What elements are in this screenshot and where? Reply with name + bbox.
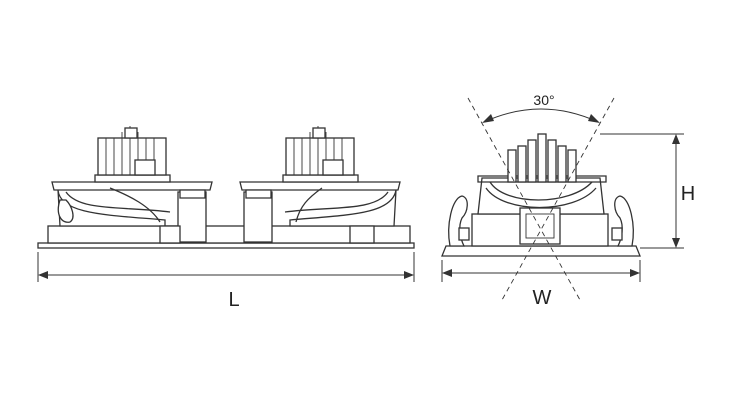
single-luminaire-front-view [441,97,684,301]
double-luminaire-side-view [37,126,415,282]
heat-sink [507,133,577,183]
beam-angle-lines [467,97,615,301]
length-label: L [228,289,239,311]
beam-angle-label: 30° [533,92,554,108]
width-dimension [441,260,641,282]
trim-flange [441,245,641,257]
height-dimension [600,133,684,249]
lamp-module-left [51,126,213,244]
beam-angle-dimension [482,108,600,123]
width-label: W [533,287,552,309]
length-dimension [37,252,415,282]
housing-base [47,225,411,244]
lamp-module-right [239,126,401,244]
height-label: H [681,183,695,205]
base-trim-plate [37,242,415,249]
